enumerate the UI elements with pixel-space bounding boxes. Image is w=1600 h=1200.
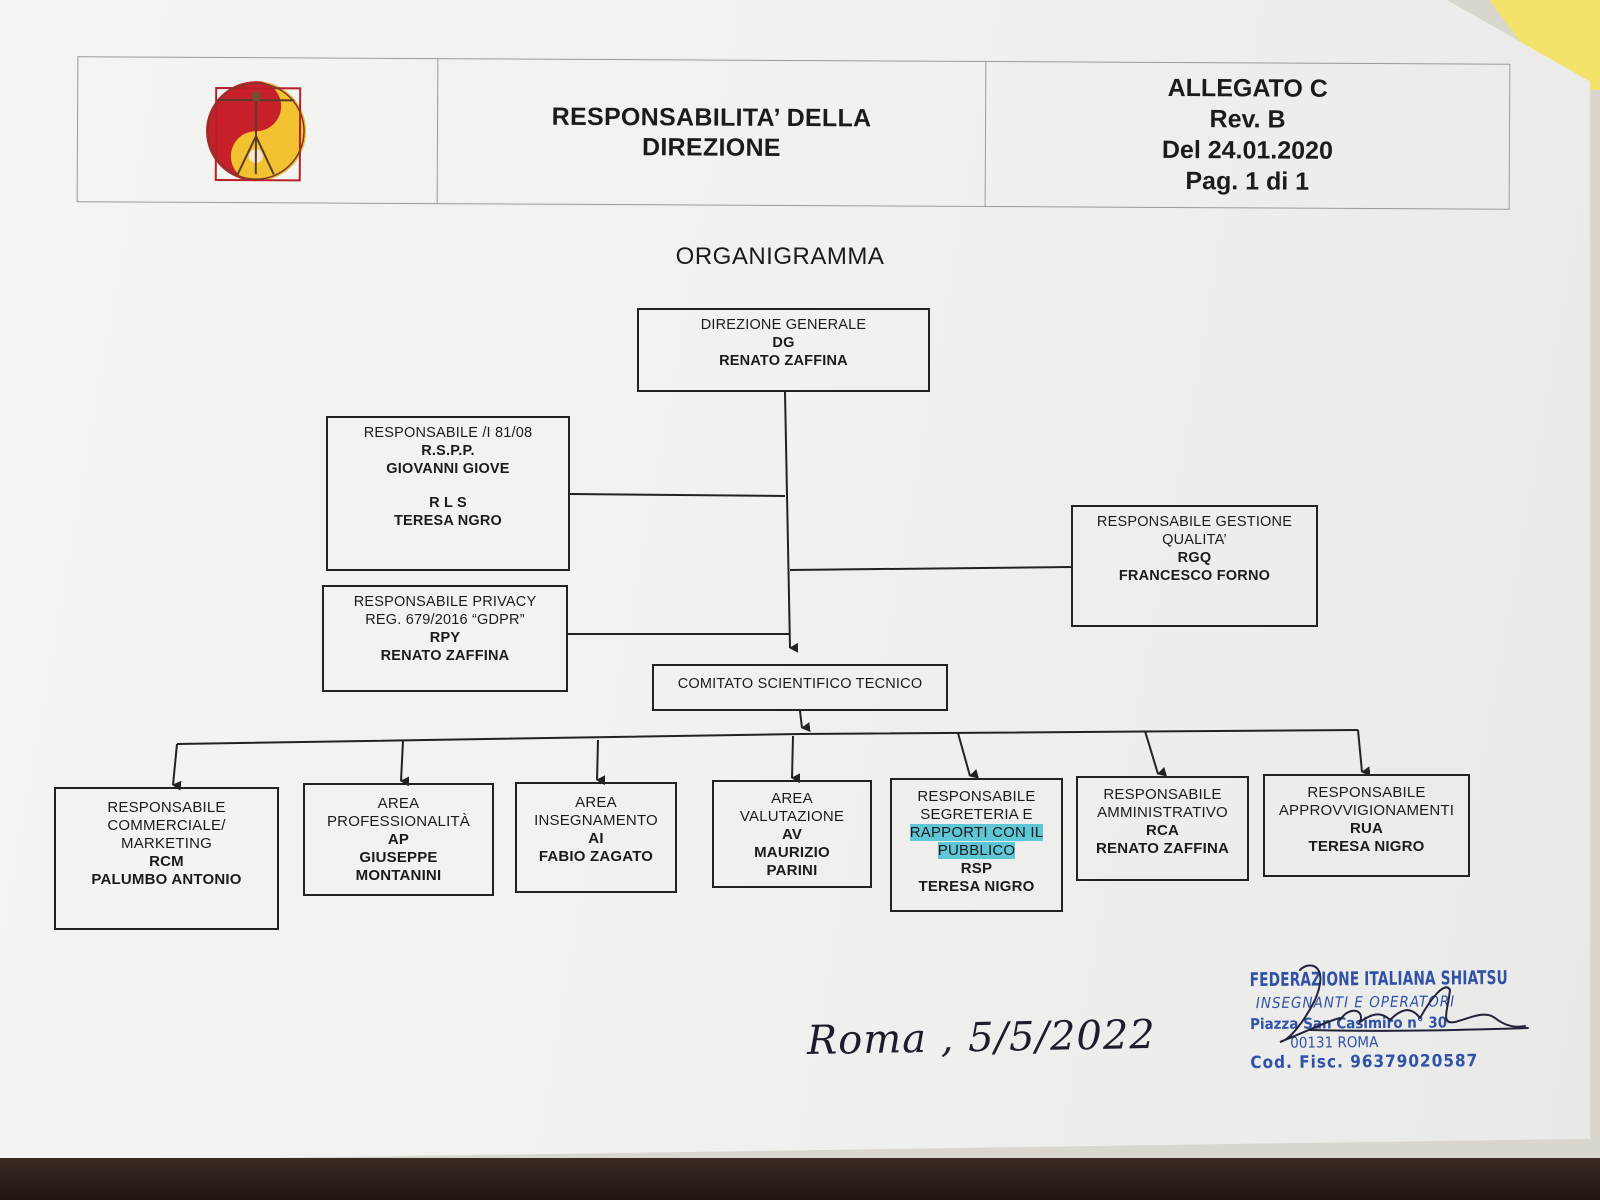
connector-bus xyxy=(176,729,1359,745)
box-person: MAURIZIO xyxy=(754,844,830,861)
box-label: REG. 679/2016 “GDPR” xyxy=(365,612,525,628)
box-person: PARINI xyxy=(766,862,818,879)
box-direzione-generale: DIREZIONE GENERALE DG RENATO ZAFFINA xyxy=(637,308,930,392)
box-rsp: RESPONSABILE SEGRETERIA E RAPPORTI CON I… xyxy=(890,778,1063,912)
box-label: QUALITA’ xyxy=(1162,532,1227,548)
vitruvian-yin-yang-logo-icon xyxy=(197,74,318,187)
box-label: RESPONSABILE /I 81/08 xyxy=(363,425,533,441)
connector-rspp xyxy=(569,493,786,497)
connector-av xyxy=(791,735,801,784)
box-person: RENATO ZAFFINA xyxy=(380,648,510,664)
box-comitato-scientifico: COMITATO SCIENTIFICO TECNICO xyxy=(652,664,948,711)
box-label: APPROVVIGIONAMENTI xyxy=(1278,802,1455,819)
box-person: FRANCESCO FORNO xyxy=(1118,568,1271,584)
box-code: RCM xyxy=(149,853,184,870)
box-label: AREA xyxy=(771,790,813,807)
box-label: MARKETING xyxy=(121,835,212,852)
box-code: RCA xyxy=(1145,822,1180,839)
handwritten-date: Roma , 5/5/2022 xyxy=(806,1011,1157,1065)
box-label: SEGRETERIA E xyxy=(920,806,1033,823)
box-label: RESPONSABILE xyxy=(1307,784,1426,801)
box-label: COMITATO SCIENTIFICO TECNICO xyxy=(677,676,923,692)
box-code: RUA xyxy=(1349,820,1384,837)
connector-rsp xyxy=(957,732,980,779)
document-sheet xyxy=(0,0,1590,1162)
box-rcm: RESPONSABILE COMMERCIALE/ MARKETING RCM … xyxy=(54,787,279,930)
box-code: DG xyxy=(772,335,795,351)
box-code: R L S xyxy=(429,495,467,511)
box-person: RENATO ZAFFINA xyxy=(719,353,848,369)
connector-rua xyxy=(1357,729,1371,777)
desk-surface xyxy=(0,1158,1600,1200)
connector-rgq xyxy=(789,566,1072,571)
box-code: RSP xyxy=(960,860,993,877)
box-label: PROFESSIONALITÀ xyxy=(326,813,471,830)
connector-rcm xyxy=(172,743,182,791)
box-ai: AREA INSEGNAMENTO AI FABIO ZAGATO xyxy=(515,782,677,893)
connector-dg-down xyxy=(784,391,799,653)
box-label: AREA xyxy=(377,795,420,812)
box-person: FABIO ZAGATO xyxy=(538,848,654,865)
box-label: RESPONSABILE GESTIONE xyxy=(1096,514,1293,530)
highlighted-text: RAPPORTI CON IL xyxy=(909,824,1044,841)
box-code: R.S.P.P. xyxy=(421,443,475,459)
box-label: RESPONSABILE xyxy=(1103,786,1222,803)
box-label: RESPONSABILE xyxy=(107,799,226,816)
box-person: RENATO ZAFFINA xyxy=(1095,840,1230,857)
box-label: COMMERCIALE/ xyxy=(107,817,226,834)
box-label: DIREZIONE GENERALE xyxy=(700,317,867,333)
box-code: RPY xyxy=(429,630,461,646)
connector-cst-down xyxy=(799,710,811,733)
box-rua: RESPONSABILE APPROVVIGIONAMENTI RUA TERE… xyxy=(1263,774,1470,877)
box-ap: AREA PROFESSIONALITÀ AP GIUSEPPE MONTANI… xyxy=(303,783,494,896)
box-label: RESPONSABILE xyxy=(917,788,1036,805)
box-person: PALUMBO ANTONIO xyxy=(91,871,242,888)
box-code: AI xyxy=(588,830,604,847)
box-label: RESPONSABILE PRIVACY xyxy=(353,594,537,610)
box-person: MONTANINI xyxy=(355,867,442,884)
highlighted-text: PUBBLICO xyxy=(937,842,1016,859)
connector-rca xyxy=(1144,730,1168,777)
box-label: INSEGNAMENTO xyxy=(534,812,658,829)
box-person: GIUSEPPE xyxy=(359,849,438,866)
box-person: TERESA NIGRO xyxy=(1308,838,1425,855)
connector-ai xyxy=(596,739,606,786)
box-label: VALUTAZIONE xyxy=(739,808,845,825)
box-label: AMMINISTRATIVO xyxy=(1097,804,1228,821)
box-av: AREA VALUTAZIONE AV MAURIZIO PARINI xyxy=(712,780,872,888)
box-code: AV xyxy=(781,826,803,843)
box-person: GIOVANNI GIOVE xyxy=(386,461,510,477)
box-person: TERESA NGRO xyxy=(393,513,502,529)
box-code: RGQ xyxy=(1177,550,1212,566)
connector-ap xyxy=(400,740,410,787)
header-logo-cell xyxy=(77,57,439,204)
org-chart-title: ORGANIGRAMMA xyxy=(675,243,885,270)
box-label: AREA xyxy=(575,794,617,811)
box-rspp: RESPONSABILE /I 81/08 R.S.P.P. GIOVANNI … xyxy=(326,416,570,571)
box-rpy: RESPONSABILE PRIVACY REG. 679/2016 “GDPR… xyxy=(322,585,568,692)
box-person: TERESA NIGRO xyxy=(918,878,1035,895)
box-rca: RESPONSABILE AMMINISTRATIVO RCA RENATO Z… xyxy=(1076,776,1249,881)
box-rgq: RESPONSABILE GESTIONE QUALITA’ RGQ FRANC… xyxy=(1071,505,1318,627)
document-header: RESPONSABILITA’ DELLA DIREZIONE ALLEGATO… xyxy=(76,56,1511,210)
handwritten-signature-icon xyxy=(1279,964,1529,1043)
box-code: AP xyxy=(387,831,410,848)
